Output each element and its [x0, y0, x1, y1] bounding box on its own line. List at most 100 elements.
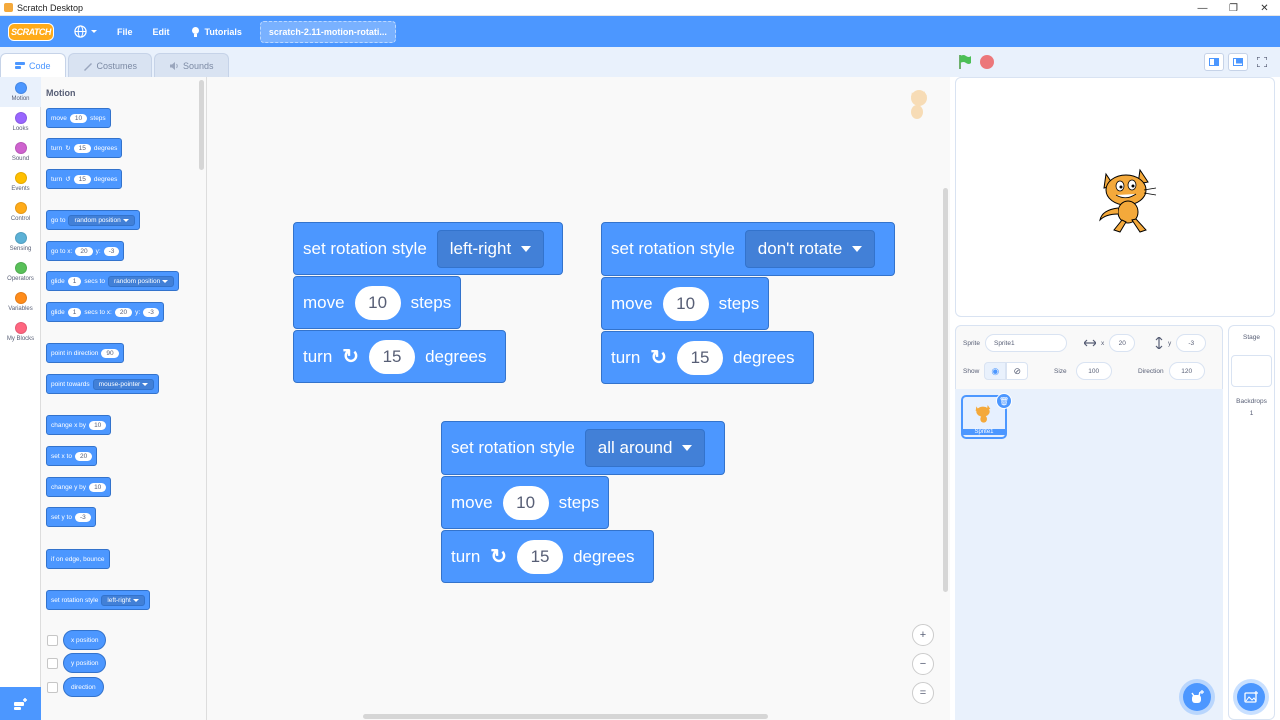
block-dropdown[interactable]: random position [107, 275, 175, 287]
y-input[interactable]: -3 [1176, 334, 1207, 352]
script2-set-rotation-block[interactable]: set rotation style don't rotate [601, 222, 895, 276]
show-visible-button[interactable]: ◉ [984, 362, 1007, 380]
script3-move-block[interactable]: move 10 steps [441, 476, 609, 529]
stop-icon[interactable] [980, 55, 994, 69]
category-variables[interactable]: Variables [0, 287, 41, 317]
degrees-input[interactable]: 15 [677, 340, 724, 375]
palette-scrollbar[interactable] [199, 80, 204, 170]
rotation-style-dropdown[interactable]: all around [584, 429, 706, 467]
restore-button[interactable]: ❐ [1229, 2, 1238, 14]
project-title-input[interactable]: scratch-2.11-motion-rotati... [259, 20, 396, 43]
normal-stage-button[interactable] [1228, 53, 1248, 71]
minimize-button[interactable]: — [1197, 2, 1208, 14]
script1-move-block[interactable]: move 10 steps [293, 276, 461, 329]
zoom-in-button[interactable]: + [912, 624, 934, 646]
zoom-out-button[interactable]: − [912, 653, 934, 675]
tab-sounds[interactable]: Sounds [154, 53, 229, 77]
rotation-style-dropdown[interactable]: don't rotate [744, 230, 876, 268]
y-position-checkbox[interactable] [47, 658, 58, 669]
block-input[interactable]: 1 [67, 276, 82, 286]
palette-direction-reporter[interactable]: direction [63, 677, 104, 697]
block-input[interactable]: -3 [143, 307, 159, 317]
close-button[interactable]: ✕ [1260, 2, 1269, 14]
script3-set-rotation-block[interactable]: set rotation style all around [441, 421, 725, 475]
category-sound[interactable]: Sound [0, 137, 41, 167]
block-input[interactable]: 1 [67, 307, 82, 317]
stage-selector[interactable]: Stage Backdrops 1 [1228, 325, 1275, 720]
scratch-logo[interactable]: SCRATCH [8, 22, 54, 41]
edit-menu[interactable]: Edit [152, 26, 170, 37]
palette-x-position-reporter[interactable]: x position [63, 630, 107, 650]
block-input[interactable]: 20 [114, 307, 133, 317]
add-extension-button[interactable] [0, 687, 41, 720]
category-sensing[interactable]: Sensing [0, 227, 41, 257]
steps-input[interactable]: 10 [354, 285, 401, 320]
steps-input[interactable]: 10 [662, 286, 709, 321]
script-workspace[interactable] [207, 77, 950, 720]
fullscreen-button[interactable] [1252, 53, 1272, 71]
block-dropdown[interactable]: mouse-pointer [92, 378, 155, 390]
script1-set-rotation-block[interactable]: set rotation style left-right [293, 222, 563, 275]
block-dropdown[interactable]: random position [68, 214, 135, 226]
category-my-blocks[interactable]: My Blocks [0, 317, 41, 347]
rotation-style-dropdown[interactable]: left-right [436, 229, 545, 268]
tab-costumes[interactable]: Costumes [67, 53, 153, 77]
direction-input[interactable]: 120 [1168, 362, 1205, 380]
zoom-reset-button[interactable]: = [912, 682, 934, 704]
small-stage-button[interactable] [1204, 53, 1224, 71]
block-input[interactable]: -3 [103, 246, 120, 256]
direction-checkbox[interactable] [47, 682, 58, 693]
degrees-input[interactable]: 15 [369, 339, 416, 374]
block-input[interactable]: 90 [101, 348, 119, 358]
sprite-name-input[interactable]: Sprite1 [984, 334, 1067, 352]
stage-canvas[interactable] [955, 77, 1275, 317]
palette-bounce-block[interactable]: if on edge, bounce [46, 549, 110, 569]
choose-backdrop-button[interactable] [1237, 683, 1265, 711]
block-input[interactable]: 15 [73, 174, 91, 184]
language-menu[interactable] [64, 16, 107, 47]
category-control[interactable]: Control [0, 197, 41, 227]
delete-sprite-button[interactable]: 🗑 [996, 393, 1012, 409]
workspace-vertical-scrollbar[interactable] [943, 188, 948, 592]
palette-set-y-block[interactable]: set y to-3 [46, 507, 96, 527]
category-looks[interactable]: Looks [0, 107, 41, 137]
degrees-input[interactable]: 15 [517, 539, 564, 574]
choose-sprite-button[interactable] [1183, 683, 1211, 711]
size-input[interactable]: 100 [1075, 362, 1112, 380]
show-hidden-button[interactable]: ⊘ [1006, 362, 1029, 380]
stage-thumbnail[interactable] [1231, 355, 1272, 387]
block-input[interactable]: 10 [69, 113, 88, 123]
block-input[interactable]: -3 [74, 512, 91, 522]
category-operators[interactable]: Operators [0, 257, 41, 287]
steps-input[interactable]: 10 [502, 485, 549, 520]
x-input[interactable]: 20 [1109, 334, 1136, 352]
x-position-checkbox[interactable] [47, 635, 58, 646]
block-input[interactable]: 10 [89, 482, 107, 492]
block-input[interactable]: 10 [89, 420, 107, 430]
block-input[interactable]: 20 [75, 246, 93, 256]
category-events[interactable]: Events [0, 167, 41, 197]
block-input[interactable]: 20 [74, 451, 93, 461]
script2-move-block[interactable]: move 10 steps [601, 277, 769, 330]
script1-turn-block[interactable]: turn ↻ 15 degrees [293, 330, 506, 383]
palette-y-position-reporter[interactable]: y position [63, 653, 107, 673]
script2-turn-block[interactable]: turn ↻ 15 degrees [601, 331, 814, 384]
block-dropdown[interactable]: left-right [101, 594, 145, 606]
workspace-horizontal-scrollbar[interactable] [363, 714, 768, 719]
tab-code[interactable]: Code [0, 53, 66, 77]
category-motion[interactable]: Motion [0, 77, 41, 107]
green-flag-icon[interactable] [957, 54, 973, 70]
script3-turn-block[interactable]: turn ↻ 15 degrees [441, 530, 654, 583]
